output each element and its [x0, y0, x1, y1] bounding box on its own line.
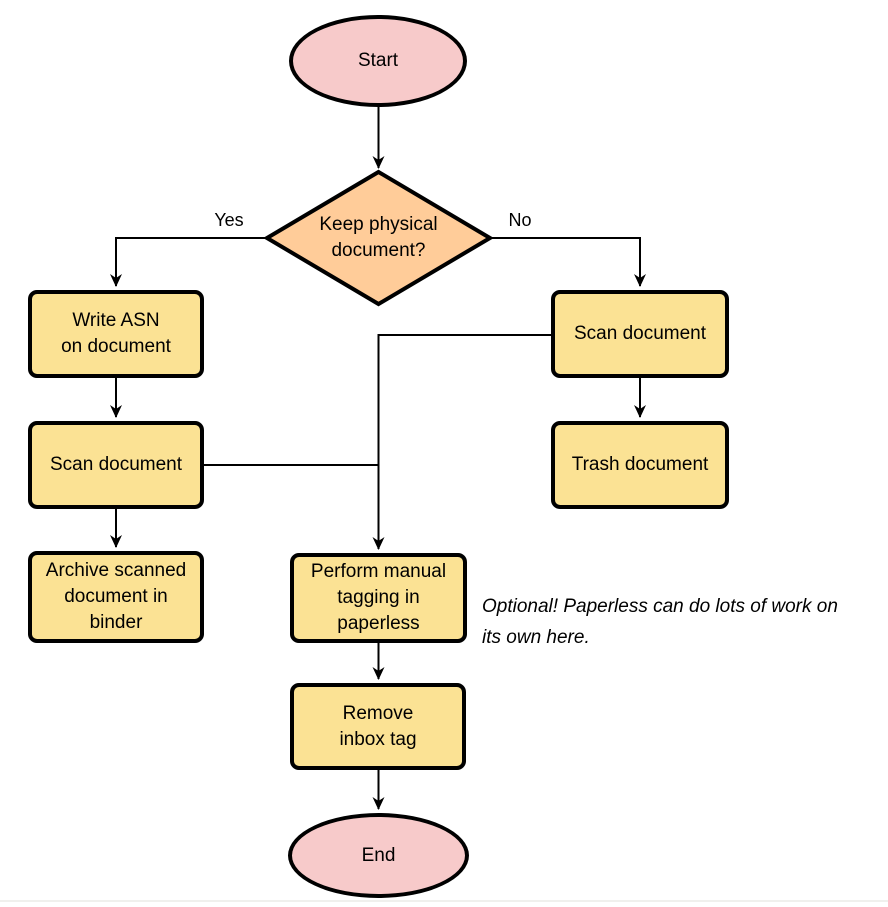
process-archive-in-binder: Archive scanned document in binder [28, 551, 204, 643]
edge-decision-no-to-scan-right [490, 237, 646, 287]
process-manual-tagging: Perform manual tagging in paperless [290, 553, 467, 643]
optional-note: Optional! Paperless can do lots of work … [482, 596, 838, 648]
edge-label-yes: Yes [206, 210, 252, 230]
edge-scan-right-to-tagging [372, 334, 551, 550]
process-remove-inbox-tag: Remove inbox tag [290, 683, 466, 770]
decision-label: Keep physical document? [319, 214, 438, 261]
process-scan-document-left: Scan document [28, 421, 204, 509]
process-trash-document: Trash document [551, 421, 729, 509]
edge-label-no: No [498, 210, 542, 230]
edge-decision-yes-to-write-asn [110, 237, 267, 287]
end-terminator: End [288, 813, 469, 898]
process-scan-document-right: Scan document [551, 290, 729, 378]
bottom-divider [0, 900, 888, 902]
start-terminator: Start [289, 15, 467, 107]
decision-diamond [263, 169, 494, 307]
process-write-asn: Write ASN on document [28, 290, 204, 378]
